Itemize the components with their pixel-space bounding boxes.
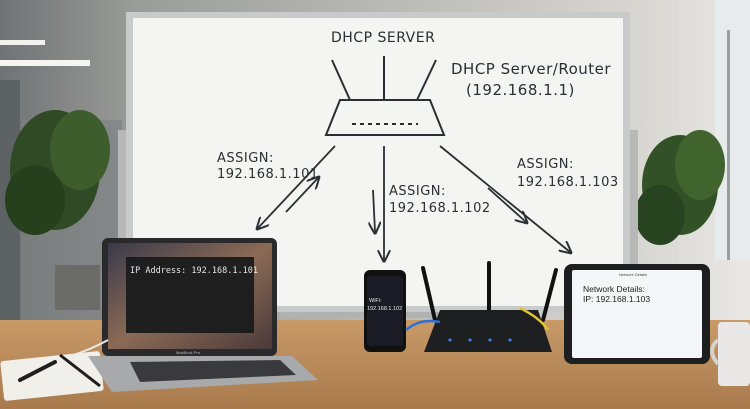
tablet-header: Network Details xyxy=(619,272,648,277)
tablet-ip: IP: 192.168.1.103 xyxy=(583,294,651,304)
power-cable xyxy=(69,339,109,357)
plant-right xyxy=(635,130,725,245)
ceiling-light xyxy=(0,40,45,45)
assignment-arrows xyxy=(258,145,570,260)
assign-right-label: ASSIGN: xyxy=(517,157,574,172)
board-stand-left xyxy=(118,130,128,330)
tablet xyxy=(564,264,710,364)
ethernet-cable xyxy=(519,306,550,331)
ceiling-light xyxy=(0,60,90,66)
laptop xyxy=(88,238,318,392)
tablet-network-details: Network Details: xyxy=(583,284,645,294)
server-router-label: DHCP Server/Router xyxy=(451,60,612,78)
window-mullion xyxy=(727,30,730,260)
assign-left-label: ASSIGN: xyxy=(217,151,274,166)
phone-ip-label: 192.168.1.102 xyxy=(367,306,403,312)
router-sketch xyxy=(324,56,446,136)
ethernet-cable xyxy=(405,319,441,331)
coffee-mug xyxy=(710,322,750,386)
board-stand-right xyxy=(628,130,638,330)
router-device xyxy=(421,261,558,352)
server-ip-label: (192.168.1.1) xyxy=(466,81,575,99)
assign-center-label: ASSIGN: xyxy=(389,184,446,199)
assign-center-ip: 192.168.1.102 xyxy=(389,201,491,216)
whiteboard-title: DHCP SERVER xyxy=(331,30,436,46)
laptop-terminal-ip: IP Address: 192.168.1.101 xyxy=(130,266,258,276)
notebook xyxy=(0,351,104,401)
laptop-brand-label: MacBook Pro xyxy=(176,350,201,355)
phone xyxy=(364,270,406,352)
plant-left xyxy=(5,110,110,310)
assign-left-ip: 192.168.1.101 xyxy=(217,167,319,182)
right-window xyxy=(715,0,750,260)
assign-right-ip: 192.168.1.103 xyxy=(517,175,619,190)
phone-wifi-label: WiFi: xyxy=(369,298,382,304)
